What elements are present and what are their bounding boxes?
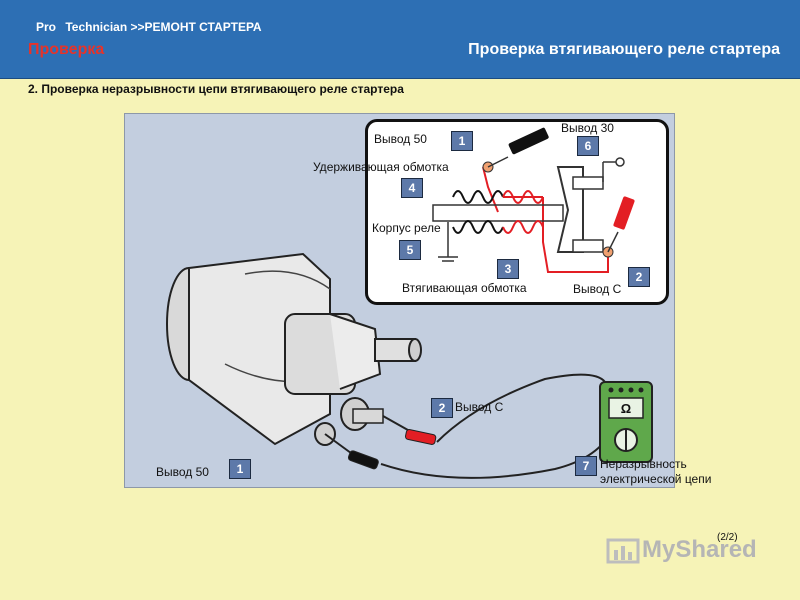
watermark-logo: MyShared bbox=[642, 536, 757, 563]
relay-schematic bbox=[432, 127, 635, 273]
callout-badge-2: 2 bbox=[628, 267, 650, 287]
label-continuity: Неразрывность bbox=[600, 457, 687, 471]
label-terminalC: Вывод С bbox=[455, 400, 504, 414]
inset-label-terminal50: Вывод 50 bbox=[374, 132, 427, 146]
inset-label-pull-coil: Втягивающая обмотка bbox=[402, 281, 527, 295]
starter-motor bbox=[166, 252, 422, 446]
callout-badge-4: 4 bbox=[401, 178, 423, 198]
callout-badge-6: 6 bbox=[577, 136, 599, 156]
callout-badge-3: 3 bbox=[497, 259, 519, 279]
section-title: Проверка bbox=[28, 41, 105, 58]
presentation-logo-icon bbox=[606, 538, 640, 564]
callout-badge-1-main: 1 bbox=[229, 459, 251, 479]
label-terminal50: Вывод 50 bbox=[156, 465, 209, 479]
breadcrumb: Pro Technician >>РЕМОНТ СТАРТЕРА bbox=[36, 20, 268, 34]
breadcrumb-path[interactable]: Technician >>РЕМОНТ СТАРТЕРА bbox=[65, 20, 262, 34]
callout-badge-5: 5 bbox=[399, 240, 421, 260]
callout-badge-7: 7 bbox=[575, 456, 597, 476]
page-title: Проверка втягивающего реле стартера bbox=[468, 41, 780, 58]
inset-label-body: Корпус реле bbox=[372, 221, 441, 235]
step-subtitle: 2. Проверка неразрывности цепи втягивающ… bbox=[28, 82, 404, 96]
callout-badge-1: 1 bbox=[451, 131, 473, 151]
svg-text:Ω: Ω bbox=[621, 401, 631, 416]
inset-label-hold-coil: Удерживающая обмотка bbox=[313, 160, 449, 174]
inset-label-terminalC: Вывод С bbox=[573, 282, 622, 296]
header-bar: Pro Technician >>РЕМОНТ СТАРТЕРА Проверк… bbox=[0, 0, 800, 79]
ohmmeter: Ω bbox=[599, 381, 653, 463]
inset-label-terminal30: Вывод 30 bbox=[561, 121, 614, 135]
starter-illustration: Ω bbox=[166, 252, 653, 479]
callout-badge-2-main: 2 bbox=[431, 398, 453, 418]
label-continuity-line2: электрической цепи bbox=[600, 472, 712, 486]
breadcrumb-pro: Pro bbox=[36, 20, 57, 34]
page-counter: (2/2) bbox=[717, 532, 738, 543]
